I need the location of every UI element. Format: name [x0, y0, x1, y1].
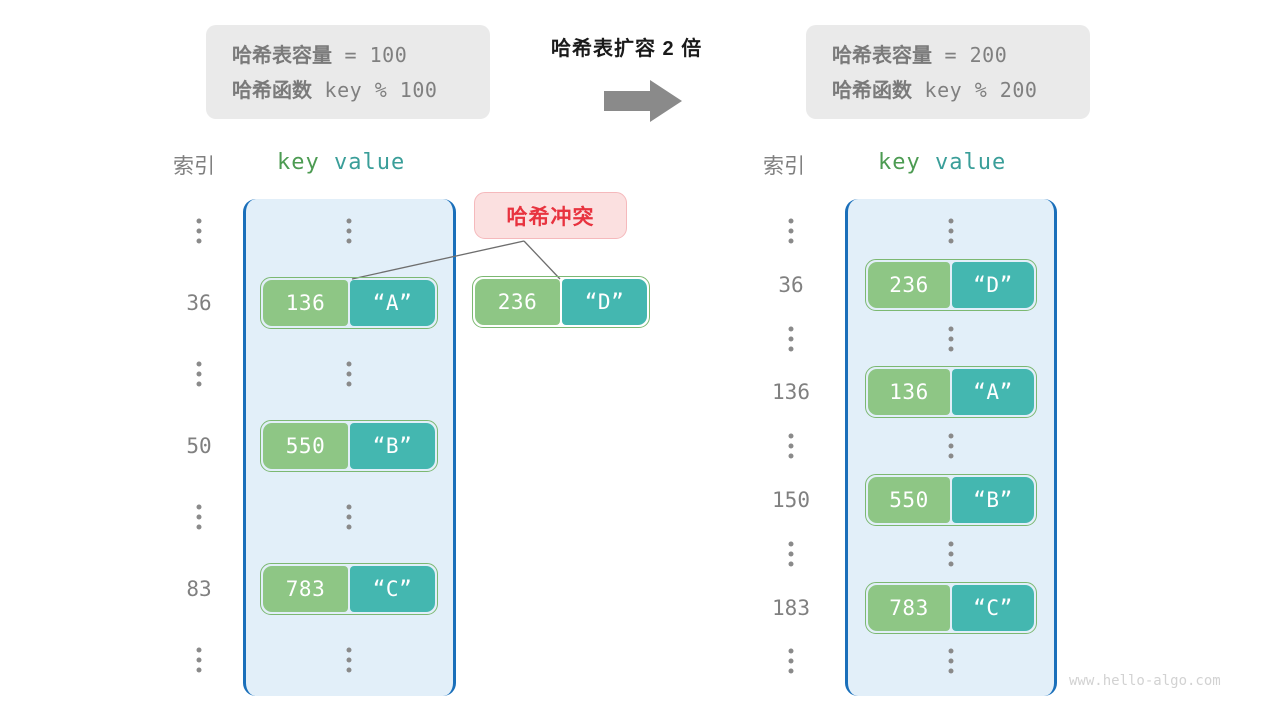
left-entry-value: “A”	[350, 279, 435, 326]
right-key-header: key	[878, 150, 921, 175]
right-entry-pair: 136“A”	[865, 366, 1037, 419]
center-title: 哈希表扩容 2 倍	[551, 38, 703, 60]
left-row-ellipsis	[346, 504, 352, 530]
left-capacity-label: 哈希表容量	[232, 45, 332, 67]
left-entry-pair: 136“A”	[260, 276, 438, 329]
right-capacity-op: =	[932, 43, 970, 67]
right-function-label: 哈希函数	[832, 80, 912, 102]
right-capacity-line: 哈希表容量 = 200	[832, 39, 1064, 68]
right-index-ellipsis	[788, 218, 794, 244]
right-row-ellipsis	[948, 326, 954, 352]
left-index-label: 36	[186, 290, 212, 315]
left-value-header: value	[334, 150, 406, 175]
left-capacity-value: 100	[369, 43, 408, 67]
right-entry-pair: 550“B”	[865, 474, 1037, 526]
right-entry-pair: 783“C”	[865, 581, 1037, 634]
right-entry-key: 136	[868, 369, 950, 416]
right-info-box: 哈希表容量 = 200 哈希函数 key % 200	[806, 25, 1090, 119]
right-index-ellipsis	[788, 541, 794, 567]
left-index-label: 83	[186, 576, 212, 601]
left-row-ellipsis	[346, 361, 352, 387]
left-function-label: 哈希函数	[232, 80, 312, 102]
right-entry-value: “B”	[952, 477, 1034, 523]
left-capacity-line: 哈希表容量 = 100	[232, 39, 464, 68]
right-capacity-value: 200	[969, 43, 1008, 67]
right-index-header: 索引	[763, 155, 805, 178]
left-entry-key: 550	[263, 422, 348, 469]
left-capacity-op: =	[332, 43, 370, 67]
right-index-ellipsis	[788, 433, 794, 459]
left-entry-value: “B”	[350, 422, 435, 469]
collision-badge: 哈希冲突	[474, 192, 627, 239]
right-entry-value: “C”	[952, 584, 1034, 631]
right-index-label: 136	[772, 380, 810, 405]
left-entry-key: 136	[263, 279, 348, 326]
left-index-ellipsis	[196, 218, 202, 244]
watermark: www.hello-algo.com	[1069, 673, 1221, 689]
right-entry-key: 783	[868, 584, 950, 631]
left-index-header: 索引	[173, 155, 215, 178]
right-row-ellipsis	[948, 648, 954, 674]
right-entry-key: 236	[868, 261, 950, 308]
right-value-header: value	[935, 150, 1007, 175]
left-info-box: 哈希表容量 = 100 哈希函数 key % 100	[206, 25, 490, 119]
right-index-label: 183	[772, 595, 810, 620]
collision-entry-value: “D”	[562, 279, 647, 325]
right-index-label: 150	[772, 488, 810, 512]
left-index-label: 50	[186, 433, 212, 458]
right-arrow-icon	[604, 80, 682, 127]
right-entry-key: 550	[868, 477, 950, 523]
left-index-ellipsis	[196, 361, 202, 387]
right-entry-pair: 236“D”	[865, 258, 1037, 311]
collision-entry-pair: 236 “D”	[472, 276, 650, 328]
collision-entry-key: 236	[475, 279, 560, 325]
right-entry-value: “D”	[952, 261, 1034, 308]
right-row-ellipsis	[948, 218, 954, 244]
left-row-ellipsis	[346, 647, 352, 673]
right-function-line: 哈希函数 key % 200	[832, 74, 1064, 103]
left-index-ellipsis	[196, 647, 202, 673]
left-function-line: 哈希函数 key % 100	[232, 74, 464, 103]
left-index-ellipsis	[196, 504, 202, 530]
right-row-ellipsis	[948, 541, 954, 567]
left-kv-header: key value	[277, 150, 405, 175]
left-row-ellipsis	[346, 218, 352, 244]
left-key-header: key	[277, 150, 320, 175]
left-entry-pair: 550“B”	[260, 419, 438, 472]
left-function-expr: key % 100	[312, 78, 438, 102]
right-function-expr: key % 200	[912, 78, 1038, 102]
left-entry-pair: 783“C”	[260, 562, 438, 615]
right-index-ellipsis	[788, 648, 794, 674]
left-entry-value: “C”	[350, 565, 435, 612]
right-index-label: 36	[778, 272, 804, 297]
right-capacity-label: 哈希表容量	[832, 45, 932, 67]
right-entry-value: “A”	[952, 369, 1034, 416]
left-entry-key: 783	[263, 565, 348, 612]
right-row-ellipsis	[948, 433, 954, 459]
right-index-ellipsis	[788, 326, 794, 352]
right-kv-header: key value	[878, 150, 1006, 175]
